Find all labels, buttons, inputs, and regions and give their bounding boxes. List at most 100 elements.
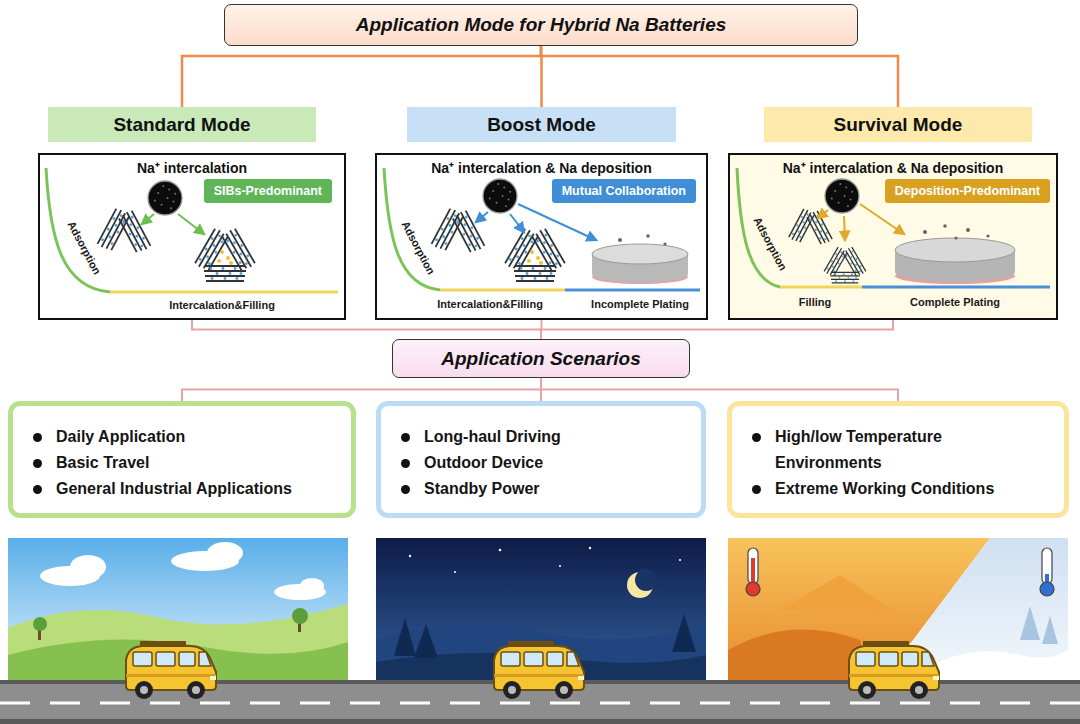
tag-text: Deposition-Predominant: [895, 184, 1040, 198]
curve-label: Filling: [797, 296, 833, 309]
tree-crown: [33, 617, 47, 631]
panel-heading: Na⁺ intercalation: [40, 158, 344, 177]
graphite-stack: [204, 266, 246, 281]
title-box: Application Mode for Hybrid Na Batteries: [224, 4, 858, 46]
carbon-particle: [148, 181, 182, 215]
scenario-item: Extreme Working Conditions: [775, 476, 994, 502]
pine-tree: [394, 618, 416, 656]
panel-heading: Na⁺ intercalation & Na deposition: [730, 158, 1056, 177]
sodium-dot: [220, 250, 224, 254]
scenario-box: Long-haul DrivingOutdoor DeviceStandby P…: [376, 401, 706, 518]
ion-arrow: [178, 214, 204, 234]
ion-arrow: [142, 214, 154, 224]
bullet-dot: [752, 485, 761, 494]
particle-dot: [986, 234, 989, 237]
mode-tag: SIBs-Predominant: [204, 179, 332, 203]
connector-line: [182, 378, 541, 401]
particle-dot: [663, 242, 666, 245]
filling-line: [440, 289, 565, 292]
curve-label: Intercalation&Filling: [435, 298, 545, 311]
filling-line: [110, 291, 338, 294]
particle-dot: [955, 237, 958, 240]
bullet-dot: [33, 433, 42, 442]
mode-tag: Deposition-Predominant: [885, 179, 1050, 203]
connector-line: [541, 378, 898, 401]
bullet-item: Standby Power: [401, 476, 689, 502]
curve-label: Adsorption: [398, 217, 439, 278]
sodium-dot: [229, 261, 233, 265]
bullet-dot: [752, 433, 761, 442]
deposit-particles: [923, 224, 990, 239]
snowy-tree: [1042, 616, 1058, 644]
sodium-dot: [539, 261, 543, 265]
graphite-stack: [830, 272, 859, 283]
lane-marking: [0, 702, 1080, 705]
scenario-item: High/low Temperature Environments: [775, 424, 1025, 476]
clouds: [40, 542, 326, 600]
deposit-top: [895, 238, 1015, 262]
sodium-dot: [217, 259, 221, 263]
ion-arrow: [818, 210, 828, 218]
cloud: [70, 555, 106, 579]
bullet-item: General Industrial Applications: [33, 476, 339, 502]
box-text: Application Mode for Hybrid Na Batteries: [356, 14, 727, 36]
panel-ground: [728, 153, 1058, 320]
carbon-particle: [825, 179, 859, 213]
connector-line: [541, 320, 893, 339]
van: [494, 641, 584, 699]
sodium-dot: [530, 250, 534, 254]
scenario-item: General Industrial Applications: [56, 476, 292, 502]
curve-label: Intercalation&Filling: [167, 299, 277, 312]
boost-mode-illustration: [384, 168, 700, 290]
graphite-stack: [452, 210, 485, 254]
scenario-box: Daily ApplicationBasic TravelGeneral Ind…: [8, 401, 356, 518]
pine-tree: [672, 614, 696, 652]
box-text: Application Scenarios: [441, 348, 641, 370]
mode-panel: Na⁺ intercalation & Na depositionMutual …: [375, 153, 708, 320]
mode-header: Boost Mode: [407, 107, 676, 142]
sodium-dot: [536, 256, 540, 260]
connector-line: [541, 46, 898, 107]
filled-sodium: [217, 250, 233, 265]
ion-arrow: [476, 212, 488, 222]
bullet-dot: [401, 433, 410, 442]
ion-arrow: [860, 204, 904, 234]
ion-arrow: [510, 214, 524, 232]
carbon-particle: [483, 179, 517, 213]
particle-dot: [646, 234, 650, 238]
scenario-box: High/low Temperature EnvironmentsExtreme…: [727, 401, 1069, 518]
thermometer-bulb: [1040, 582, 1054, 596]
bullet-item: High/low Temperature Environments: [752, 424, 1052, 476]
filling-line: [780, 286, 862, 289]
plating-line: [565, 289, 700, 292]
deposit-top: [592, 244, 688, 264]
star: [559, 565, 561, 567]
sodium-deposit: [895, 262, 1015, 282]
connectors: [182, 46, 898, 401]
deposit-particles: [618, 234, 667, 245]
snowy-tree: [1020, 606, 1040, 640]
box-text: Survival Mode: [834, 114, 963, 136]
adsorption-curve: [384, 168, 440, 290]
mode-header: Standard Mode: [48, 107, 316, 142]
van: [126, 641, 216, 699]
survival-mode-illustration: [737, 168, 1050, 287]
scenario-item: Basic Travel: [56, 450, 149, 476]
plating-line: [862, 286, 1050, 289]
bullet-item: Extreme Working Conditions: [752, 476, 1052, 502]
curve-label: Adsorption: [64, 217, 105, 278]
box-text: Boost Mode: [487, 114, 596, 136]
star: [499, 549, 502, 552]
van: [849, 641, 939, 699]
tag-text: SIBs-Predominant: [214, 184, 322, 198]
tree-crown: [292, 608, 308, 624]
tag-text: Mutual Collaboration: [562, 184, 686, 198]
scenario-header: Application Scenarios: [392, 339, 690, 378]
sodium-deposit: [592, 265, 688, 283]
ion-arrow: [844, 216, 845, 240]
box-text: Standard Mode: [113, 114, 250, 136]
particle-dot: [966, 228, 970, 232]
